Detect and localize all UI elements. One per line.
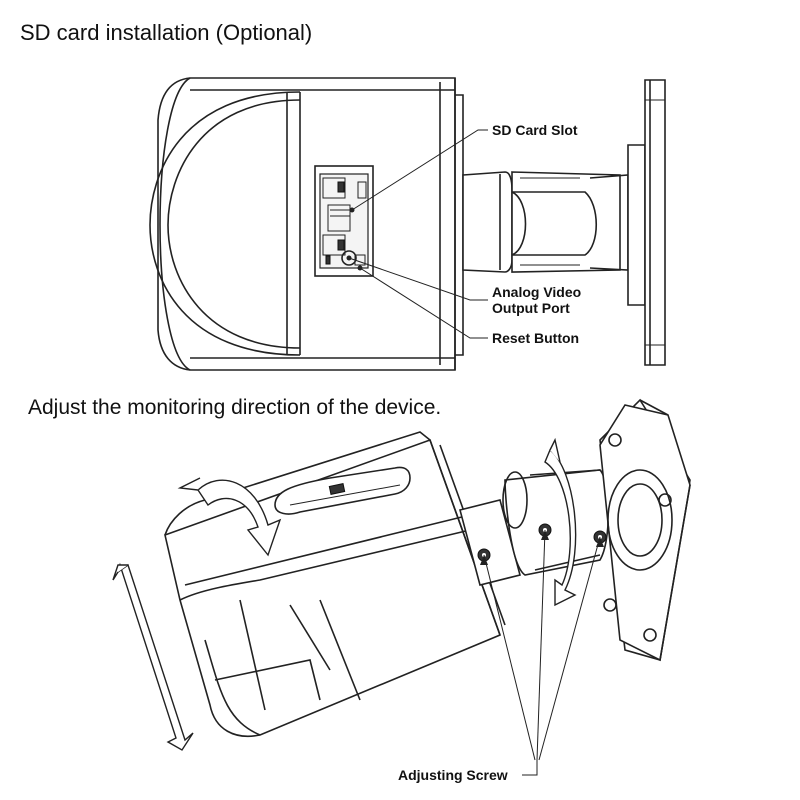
reset-button-label: Reset Button [492,330,579,346]
screw-callout-lines [480,529,604,776]
section-title-adjust-direction: Adjust the monitoring direction of the d… [28,396,442,419]
sd-card-slot-label: SD Card Slot [492,122,578,138]
analog-video-label-line1: Analog Video [492,284,581,300]
adjusting-screw-label: Adjusting Screw [398,767,508,783]
sd-card-slot-panel [314,165,374,277]
mount-joint [459,469,610,586]
analog-video-label-line2: Output Port [492,300,570,316]
adjust-direction-figure [112,398,691,776]
wall-mount-plate [627,79,666,366]
mount-bracket-arm [462,171,629,273]
section-title-sd-card: SD card installation (Optional) [20,20,313,45]
camera-tilted-view [164,431,506,737]
mount-base-plate [599,398,691,662]
camera-side-view [149,77,464,371]
rotate-arrow-icon [177,477,282,557]
tilt-arrow-icon [112,562,194,751]
callout-lines [348,129,488,339]
pan-arrow-icon [544,437,577,607]
